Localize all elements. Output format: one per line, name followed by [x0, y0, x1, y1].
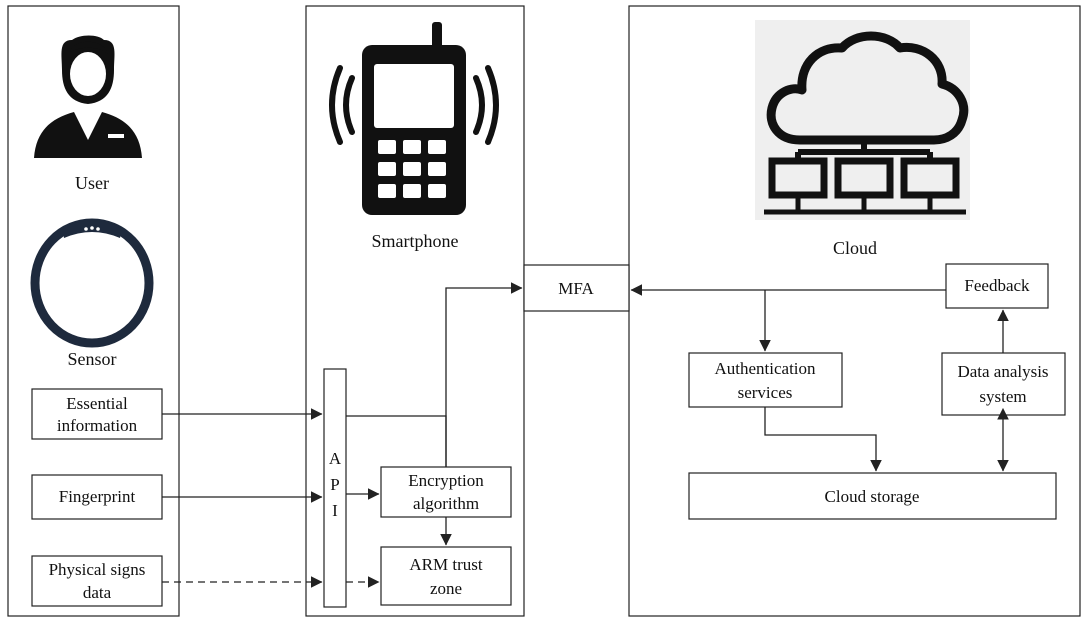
user-panel — [7, 5, 180, 617]
svg-text:Fingerprint: Fingerprint — [59, 487, 136, 506]
smartphone-label: Smartphone — [372, 231, 459, 251]
svg-text:Data analysis: Data analysis — [957, 362, 1048, 381]
svg-text:Authentication: Authentication — [714, 359, 816, 378]
svg-text:services: services — [738, 383, 793, 402]
svg-text:data: data — [83, 583, 112, 602]
svg-text:Physical signs: Physical signs — [49, 560, 146, 579]
encryption-algorithm-box: Encryption algorithm — [380, 466, 512, 518]
svg-text:A: A — [329, 449, 342, 468]
authentication-services-box: Authentication services — [688, 352, 843, 408]
sensor-label: Sensor — [68, 349, 117, 369]
api-box: A P I — [323, 368, 347, 608]
svg-text:ARM trust: ARM trust — [409, 555, 482, 574]
fingerprint-box: Fingerprint — [31, 474, 163, 520]
svg-text:MFA: MFA — [558, 279, 594, 298]
arm-trust-zone-box: ARM trust zone — [380, 546, 512, 606]
svg-text:system: system — [979, 387, 1026, 406]
cloud-network-icon — [755, 20, 970, 220]
physical-signs-data-box: Physical signs data — [31, 555, 163, 607]
smartphone-icon — [329, 22, 499, 215]
user-label: User — [75, 173, 109, 193]
arrow-authentication-to-storage — [764, 407, 882, 472]
essential-information-box: Essential information — [31, 388, 163, 440]
svg-text:Essential: Essential — [66, 394, 128, 413]
wristband-sensor-icon — [30, 218, 154, 348]
feedback-box: Feedback — [945, 263, 1049, 309]
user-icon — [34, 35, 142, 158]
arrow-encryption-to-mfa — [445, 282, 523, 467]
mfa-box: MFA — [523, 264, 630, 312]
svg-text:information: information — [57, 416, 138, 435]
svg-text:Cloud storage: Cloud storage — [825, 487, 920, 506]
data-analysis-system-box: Data analysis system — [941, 352, 1066, 416]
cloud-label: Cloud — [833, 238, 877, 258]
cloud-storage-box: Cloud storage — [688, 472, 1057, 520]
svg-text:zone: zone — [430, 579, 462, 598]
line-api-to-mfa — [346, 415, 447, 467]
svg-text:I: I — [332, 501, 338, 520]
svg-text:Feedback: Feedback — [964, 276, 1030, 295]
svg-text:Encryption: Encryption — [408, 471, 484, 490]
svg-text:P: P — [330, 475, 339, 494]
svg-text:algorithm: algorithm — [413, 494, 479, 513]
